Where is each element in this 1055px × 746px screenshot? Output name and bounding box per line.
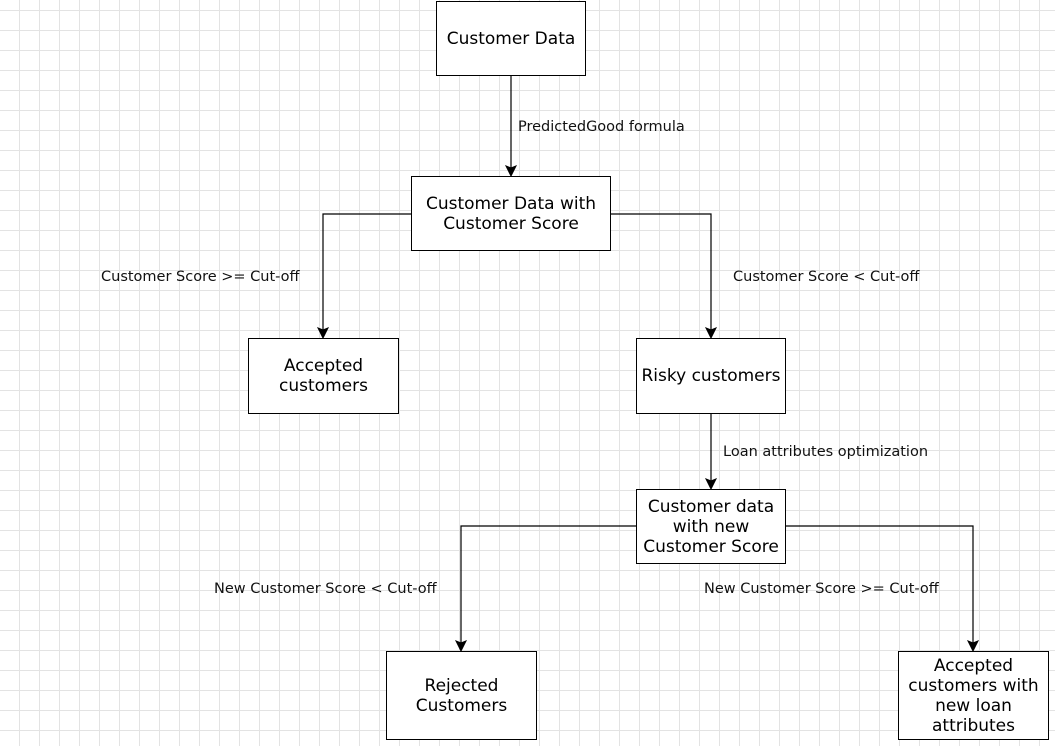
arrowhead-icon — [454, 640, 468, 653]
edge-score-to-risky — [611, 213, 712, 330]
arrowhead-icon — [504, 165, 518, 178]
node-rejected-customers[interactable]: Rejected Customers — [386, 651, 537, 740]
node-customer-data[interactable]: Customer Data — [436, 1, 586, 76]
edge-score-to-accepted — [322, 213, 411, 330]
edge-new-score-to-rejected — [460, 525, 636, 643]
arrowhead-icon — [704, 327, 718, 340]
node-risky-customers[interactable]: Risky customers — [636, 338, 786, 414]
edge-label-score-gte-cutoff: Customer Score >= Cut-off — [101, 269, 300, 285]
arrowhead-icon — [316, 327, 330, 340]
edge-label-loan-optimization: Loan attributes optimization — [723, 444, 929, 460]
arrowhead-icon — [966, 640, 980, 653]
node-accepted-customers[interactable]: Accepted customers — [248, 338, 399, 414]
edge-label-new-score-gte-cutoff: New Customer Score >= Cut-off — [704, 581, 939, 597]
arrowhead-icon — [704, 478, 718, 491]
edge-label-new-score-lt-cutoff: New Customer Score < Cut-off — [214, 581, 437, 597]
edge-new-score-to-accepted-new-loan — [786, 525, 974, 643]
edge-label-predicted-good: PredictedGood formula — [518, 119, 685, 135]
edge-label-score-lt-cutoff: Customer Score < Cut-off — [733, 269, 920, 285]
node-customer-data-new-score[interactable]: Customer data with new Customer Score — [636, 489, 786, 564]
node-customer-data-with-score[interactable]: Customer Data with Customer Score — [411, 176, 611, 251]
node-accepted-customers-new-loan[interactable]: Accepted customers with new loan attribu… — [898, 651, 1049, 740]
